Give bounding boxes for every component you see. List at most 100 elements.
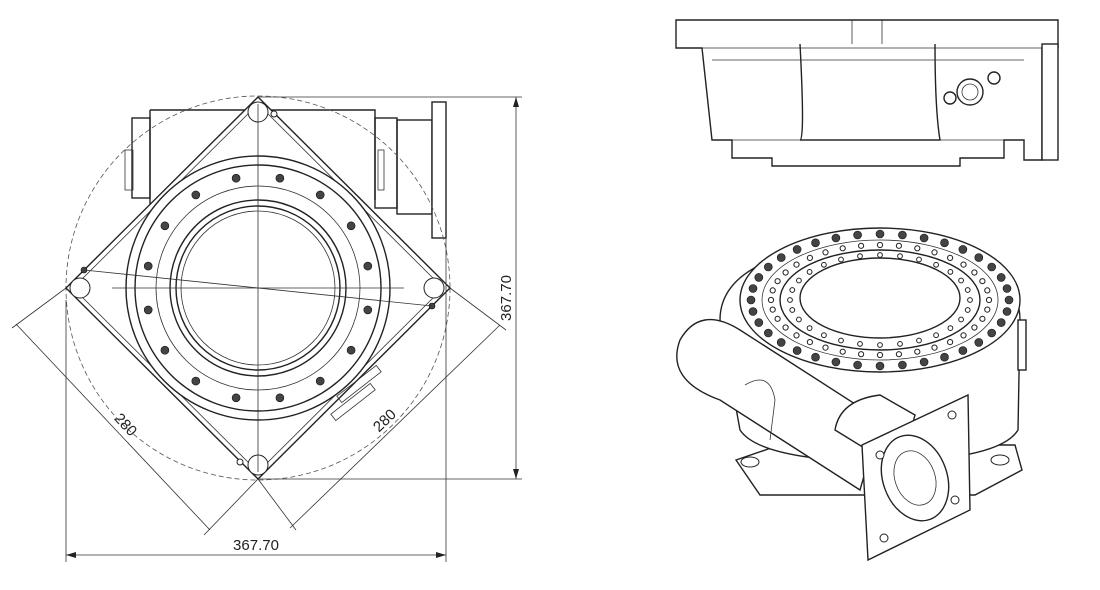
iso-ring-bolt (822, 249, 829, 256)
iso-ring-bolt (754, 273, 764, 282)
iso-ring-bolt (984, 287, 991, 294)
iso-ring-bolt (853, 230, 862, 240)
arrow (66, 552, 76, 558)
iso-ring-inner (779, 249, 981, 351)
iso-flange-hole (879, 533, 889, 543)
ring-bolt (346, 345, 356, 355)
ring-bolt (346, 221, 356, 231)
iso-ring-bolt (996, 318, 1006, 327)
iso-ring-bolt (985, 296, 993, 304)
iso-ring-bolt (960, 261, 967, 268)
iso-ring-bolt (857, 253, 863, 260)
iso-ring-bolt (958, 277, 964, 284)
iso-ring-bolt (789, 307, 796, 313)
iso-ring-bolt (769, 287, 776, 294)
iso-ring-bolt (875, 361, 885, 371)
iso-ring-bolt (853, 360, 862, 370)
isometric-view (676, 227, 1027, 562)
iso-ring-bolt (839, 348, 846, 355)
iso-ring-bolt (931, 249, 938, 256)
ring-bolt (363, 305, 373, 315)
iso-ring-bolt (792, 245, 802, 254)
iso-side-plug (1017, 319, 1027, 371)
iso-ring-bolt (793, 332, 800, 339)
iso-ring-bolt (876, 241, 884, 249)
ring-bolt (315, 376, 325, 386)
side-plug-inner (961, 83, 979, 101)
iso-ring-bolt (947, 339, 954, 346)
iso-ring-bolt (877, 342, 883, 348)
iso-ring-bolt (831, 357, 841, 367)
ring-bolt (160, 345, 170, 355)
iso-flange-hole (947, 410, 957, 420)
dim-diag-left: 280 (111, 410, 141, 440)
pin-hole (236, 458, 244, 466)
iso-ring-bolt (933, 261, 939, 268)
iso-ring-bolt (748, 284, 758, 293)
ring-bolt (275, 173, 285, 183)
ext-line (11, 287, 67, 329)
iso-ring-bolt (806, 254, 814, 261)
iso-ring-bolt (782, 324, 789, 331)
iso-ring-bolt (858, 242, 865, 249)
iso-ring-bolt (984, 306, 991, 313)
right-mount-tab (377, 149, 385, 191)
iso-ring-bolt (792, 346, 802, 355)
iso-ring-bolt (947, 254, 954, 261)
dim-diag-right: 280 (370, 406, 400, 436)
iso-ring-bolt (1002, 284, 1012, 293)
iso-ring-bolt (796, 316, 802, 323)
side-bolt (987, 71, 1001, 85)
iso-ring-bolt (974, 338, 984, 347)
iso-ring-bolt (877, 252, 883, 258)
iso-ring-bolt (858, 351, 865, 358)
iso-ring-bolt (763, 262, 773, 272)
iso-ring-bolt (767, 296, 775, 304)
side-flange (1041, 43, 1059, 161)
ring-bolt (363, 261, 373, 271)
iso-ring-bolt (811, 352, 820, 362)
iso-ring-bolt (958, 346, 968, 355)
iso-foot-hole (740, 456, 760, 468)
iso-ring-bolt (746, 295, 756, 305)
iso-ring-bolt (796, 277, 802, 284)
iso-flange-hole (875, 450, 885, 460)
iso-ring-bolt (979, 315, 986, 322)
ext-line (257, 478, 297, 531)
iso-ring-bolt (839, 245, 846, 252)
iso-ring-bolt (940, 352, 949, 362)
iso-ring-bolt (787, 297, 793, 303)
iso-ring-bolt (916, 337, 922, 344)
iso-foot-hole (990, 454, 1010, 466)
iso-ring-bolt (914, 245, 921, 252)
iso-ring-bolt (979, 278, 986, 285)
iso-bore (799, 257, 961, 339)
iso-ring-bolt (960, 332, 967, 339)
iso-ring-bolt (1004, 295, 1014, 305)
dim-bottom-width: 367.70 (233, 537, 279, 554)
iso-ring-bolt (769, 306, 776, 313)
iso-flange-hole (950, 495, 960, 505)
ring-bolt (143, 305, 153, 315)
label-plate (330, 382, 376, 422)
iso-ring-bolt (811, 238, 820, 248)
iso-ring-bolt (967, 297, 973, 303)
iso-ring-bolt (933, 332, 939, 339)
iso-ring-bolt (806, 269, 813, 275)
iso-input-flange (861, 393, 971, 562)
iso-worm-housing (676, 318, 881, 492)
side-view (675, 19, 1059, 167)
iso-flange-bore-inner (893, 450, 937, 506)
iso-ring-bolt (875, 229, 885, 239)
iso-worm-contour (744, 379, 776, 441)
iso-ring-bolt (897, 253, 903, 260)
iso-ring-bolt (987, 262, 997, 272)
iso-ring-bolt (806, 325, 813, 332)
left-mount (131, 117, 151, 199)
ring-bolt (275, 393, 285, 403)
iso-ring-bolt (940, 238, 949, 248)
dim-line-diag-left (15, 323, 211, 531)
iso-ring-bolt (947, 325, 954, 332)
ring-bolt (160, 221, 170, 231)
